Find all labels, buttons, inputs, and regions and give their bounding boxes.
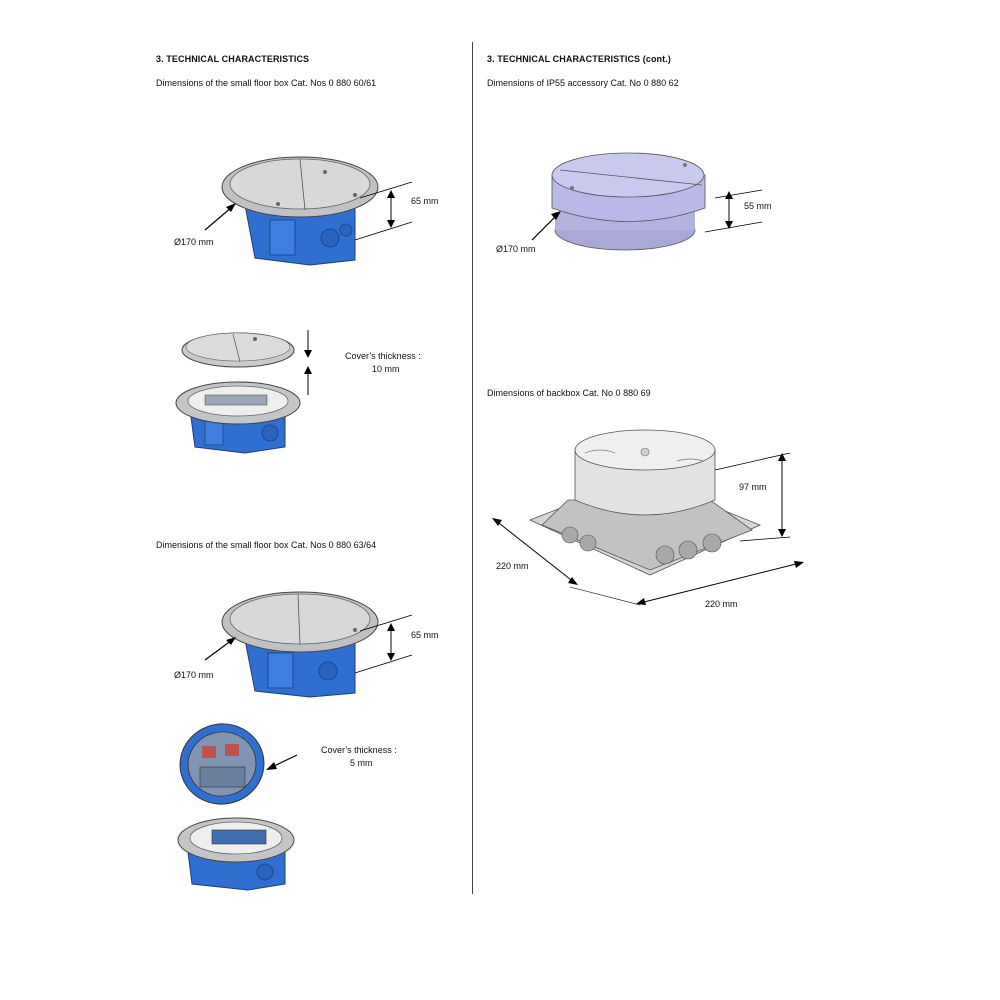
floor-box-closed-figure — [204, 156, 413, 266]
fig5-height-label: 55 mm — [744, 201, 772, 211]
fig6-width-left-label: 220 mm — [496, 561, 529, 571]
fig1-diameter-label: Ø170 mm — [174, 237, 214, 247]
fig4-cover-label-line1: Cover’s thickness : — [321, 745, 397, 755]
floor-box-open-cover-figure — [175, 330, 312, 454]
fig4-pointer-arrow — [266, 754, 298, 770]
fig2-cover-label-line1: Cover’s thickness : — [345, 351, 421, 361]
ip55-accessory-figure — [531, 152, 763, 251]
fig5-diameter-label: Ø170 mm — [496, 244, 536, 254]
floor-box-closed-figure-2 — [204, 591, 413, 698]
fig2-cover-label-line2: 10 mm — [372, 364, 400, 374]
fig4-cover-label-line2: 5 mm — [350, 758, 373, 768]
right-caption-2: Dimensions of backbox Cat. No 0 880 69 — [487, 388, 651, 398]
right-caption-1: Dimensions of IP55 accessory Cat. No 0 8… — [487, 78, 679, 88]
fig3-diameter-label: Ø170 mm — [174, 670, 214, 680]
column-divider — [472, 42, 473, 894]
backbox-figure — [492, 429, 804, 606]
left-caption-1: Dimensions of the small floor box Cat. N… — [156, 78, 377, 88]
right-heading: 3. TECHNICAL CHARACTERISTICS (cont.) — [487, 54, 671, 64]
fig6-width-right-label: 220 mm — [705, 599, 738, 609]
fig1-height-label: 65 mm — [411, 196, 439, 206]
left-caption-2: Dimensions of the small floor box Cat. N… — [156, 540, 377, 550]
left-heading: 3. TECHNICAL CHARACTERISTICS — [156, 54, 310, 64]
floor-box-hinged-figure — [177, 723, 295, 891]
fig6-height-label: 97 mm — [739, 482, 767, 492]
fig3-height-label: 65 mm — [411, 630, 439, 640]
